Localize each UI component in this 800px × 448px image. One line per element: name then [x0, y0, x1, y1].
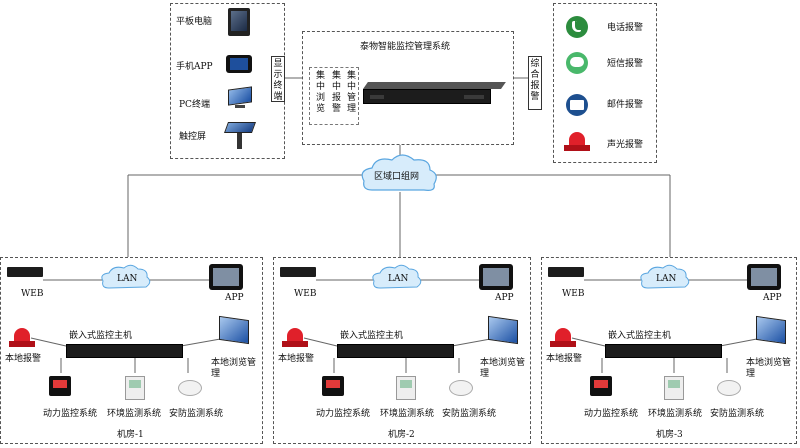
- room-1-monitor-icon: [219, 315, 249, 345]
- pc-monitor-icon: [228, 86, 252, 110]
- room-1-host-icon: [66, 344, 183, 358]
- room-2-app-icon: [479, 264, 513, 290]
- room-3-sys3-label: 安防监测系统: [710, 409, 765, 419]
- room-3-lines: [571, 264, 763, 373]
- room-2-environment-sensor-icon: [396, 376, 416, 400]
- room-1-sys1-label: 动力监控系统: [43, 409, 98, 419]
- room-3-local-view-label: 本地浏览管理: [746, 358, 792, 379]
- terminal-label-tablet: 平板电脑: [176, 17, 213, 27]
- room-3-smoke-detector-icon: [717, 380, 741, 396]
- room-3-lan-label: LAN: [656, 274, 677, 284]
- room-3-sys1-label: 动力监控系统: [584, 409, 639, 419]
- room-2-lines: [303, 264, 497, 373]
- alarm-label-phone: 电话报警: [607, 23, 644, 33]
- central-system-title: 泰物智能监控管理系统: [360, 42, 451, 52]
- room-2-power-monitor-icon: [322, 376, 344, 396]
- phone-call-icon: [566, 16, 588, 38]
- room-3-app-label: APP: [763, 293, 782, 303]
- room-3-host-icon: [605, 344, 722, 358]
- func-central-browse: 集中浏览: [315, 71, 325, 114]
- room-2-local-view-label: 本地浏览管理: [480, 358, 526, 379]
- room-1-local-view-label: 本地浏览管理: [211, 358, 257, 379]
- room-1-power-monitor-icon: [49, 376, 71, 396]
- room-1-web-label: WEB: [21, 289, 44, 299]
- room-2-web-label: WEB: [294, 289, 317, 299]
- alarm-light-icon: [564, 130, 590, 154]
- room-1-group: WEB LAN APP 嵌入式监控主机 本地报警 本地浏览管理 动力监控系统 环…: [0, 257, 263, 444]
- terminal-label-kiosk: 触控屏: [179, 132, 207, 142]
- alarm-group: 电话报警 短信报警 邮件报警 声光报警: [553, 3, 657, 163]
- room-2-group: WEB LAN APP 嵌入式监控主机 本地报警 本地浏览管理 动力监控系统 环…: [273, 257, 531, 444]
- func-central-manage: 集中管理: [346, 71, 356, 114]
- room-1-app-icon: [209, 264, 243, 290]
- alarm-label-email: 邮件报警: [607, 100, 644, 110]
- room-2-name: 机房-2: [388, 430, 415, 440]
- room-1-app-label: APP: [225, 293, 244, 303]
- room-1-smoke-detector-icon: [178, 380, 202, 396]
- room-2-host-icon: [337, 344, 454, 358]
- room-2-host-label: 嵌入式监控主机: [340, 331, 404, 341]
- room-2-lan-label: LAN: [388, 274, 409, 284]
- room-2-app-label: APP: [495, 293, 514, 303]
- room-1-environment-sensor-icon: [125, 376, 145, 400]
- room-2-sys2-label: 环境监测系统: [380, 409, 435, 419]
- kiosk-icon: [223, 122, 257, 152]
- room-1-lan-label: LAN: [117, 274, 138, 284]
- display-terminal-label: 显示终端: [271, 56, 285, 102]
- room-2-local-alarm-label: 本地报警: [278, 354, 315, 364]
- room-3-web-label: WEB: [562, 289, 585, 299]
- web-server-icon: [7, 267, 43, 277]
- room-3-environment-sensor-icon: [664, 376, 684, 400]
- room-3-power-monitor-icon: [590, 376, 612, 396]
- alarm-label-sms: 短信报警: [607, 59, 644, 69]
- alarm-label-light: 声光报警: [607, 140, 644, 150]
- room-1-host-label: 嵌入式监控主机: [69, 331, 133, 341]
- web-server-icon: [548, 267, 584, 277]
- room-1-sys2-label: 环境监测系统: [107, 409, 162, 419]
- room-1-local-alarm-label: 本地报警: [5, 354, 42, 364]
- room-3-local-alarm-label: 本地报警: [546, 354, 583, 364]
- email-icon: [566, 94, 588, 116]
- room-3-sys2-label: 环境监测系统: [648, 409, 703, 419]
- room-3-host-label: 嵌入式监控主机: [608, 331, 672, 341]
- room-3-name: 机房-3: [656, 430, 683, 440]
- web-server-icon: [280, 267, 316, 277]
- sms-bubble-icon: [566, 52, 588, 74]
- room-1-alarm-light-icon: [9, 328, 35, 350]
- room-2-monitor-icon: [488, 315, 518, 345]
- display-terminal-group: 平板电脑 手机APP PC终端 触控屏: [170, 3, 285, 159]
- room-3-alarm-light-icon: [550, 328, 576, 350]
- regional-cloud-label: 区域口组网: [374, 172, 420, 182]
- room-1-name: 机房-1: [117, 430, 144, 440]
- room-1-sys3-label: 安防监测系统: [169, 409, 224, 419]
- central-system-group: 泰物智能监控管理系统 集中浏览 集中报警 集中管理: [302, 31, 514, 145]
- room-3-group: WEB LAN APP 嵌入式监控主机 本地报警 本地浏览管理 动力监控系统 环…: [541, 257, 797, 444]
- room-2-smoke-detector-icon: [449, 380, 473, 396]
- room-2-alarm-light-icon: [282, 328, 308, 350]
- room-2-sys1-label: 动力监控系统: [316, 409, 371, 419]
- room-1-lines: [30, 264, 227, 373]
- integrated-alarm-label: 综合报警: [528, 56, 542, 110]
- terminal-label-pc: PC终端: [179, 100, 210, 110]
- room-3-app-icon: [747, 264, 781, 290]
- room-3-monitor-icon: [756, 315, 786, 345]
- central-functions-box: 集中浏览 集中报警 集中管理: [309, 67, 359, 125]
- terminal-label-phone: 手机APP: [176, 62, 213, 72]
- func-central-alarm: 集中报警: [331, 71, 341, 114]
- tablet-icon: [228, 8, 250, 36]
- room-2-sys3-label: 安防监测系统: [442, 409, 497, 419]
- phone-icon: [226, 55, 252, 73]
- server-icon: [363, 82, 506, 106]
